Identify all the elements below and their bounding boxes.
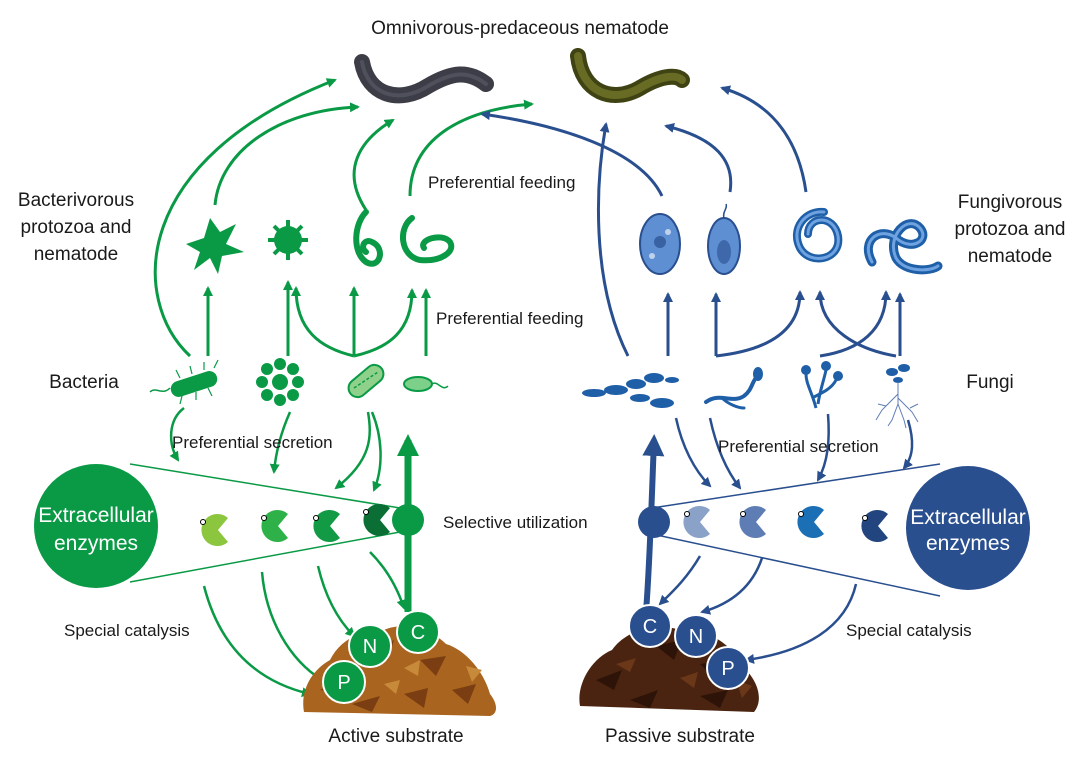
bacterivorous-nematode-icon-2 [399, 215, 455, 264]
omnivorous-nematode-dark-icon [354, 54, 494, 104]
green-arrows-bacteria-to-protozoa [203, 280, 431, 358]
passive-substrate-label: Passive substrate [605, 726, 755, 747]
left-enzymes-label-line1: Extracellular [38, 504, 154, 527]
special-catalysis-right-label: Special catalysis [846, 621, 972, 640]
blue-selective-node [638, 506, 670, 538]
preferential-secretion-left-label: Preferential secretion [172, 433, 333, 452]
nutrient-active-p: P [322, 660, 366, 704]
blue-enzyme-pacman-1-icon [683, 505, 710, 538]
ciliate-protozoa-icon [268, 220, 308, 260]
green-catalysis-arrows [202, 551, 407, 698]
svg-text:C: C [643, 616, 657, 638]
green-feeding-arrows-top [153, 78, 534, 358]
left-group-label-line1: Bacterivorous [18, 190, 134, 211]
right-group-label-line2: protozoa and [955, 219, 1066, 240]
green-enzyme-pacman-3-icon [313, 509, 340, 542]
right-enzyme-funnel: Extracellular enzymes [651, 463, 1030, 597]
left-enzymes-label-line2: enzymes [54, 532, 138, 555]
left-enzyme-funnel: Extracellular enzymes [34, 463, 401, 588]
mushroom-mycelium-fungus-icon [875, 364, 919, 429]
right-enzymes-label-line1: Extracellular [910, 506, 1026, 529]
active-substrate-label: Active substrate [328, 726, 463, 747]
blue-enzyme-pacman-3-icon [797, 505, 824, 538]
svg-text:P: P [721, 658, 734, 680]
coccus-cluster-bacterium-icon [256, 358, 304, 406]
fungivorous-nematode-knot-icon [863, 219, 943, 275]
nutrient-passive-p: P [706, 646, 750, 690]
right-group-label-line1: Fungivorous [958, 192, 1063, 213]
green-enzyme-pacman-1-icon [200, 513, 228, 546]
blue-utilization-arrow [642, 434, 665, 613]
nutrient-passive-c: C [628, 604, 672, 648]
blue-feeding-arrows-top [480, 85, 808, 357]
blue-secretion-arrows [674, 413, 914, 490]
left-group-label-line2: protozoa and [21, 217, 132, 238]
preferential-secretion-right-label: Preferential secretion [718, 437, 879, 456]
fungivorous-nematode-coil-icon [792, 207, 843, 263]
green-enzyme-pacman-4-icon [363, 504, 390, 536]
amoeba-protozoa-icon [186, 218, 244, 274]
blue-catalysis-arrows [658, 555, 858, 664]
nutrient-passive-n: N [674, 614, 718, 658]
hyphae-chain-fungus-icon [582, 373, 679, 408]
left-group-label-line3: nematode [34, 244, 119, 265]
preferential-feeding-top-label: Preferential feeding [428, 173, 575, 192]
top-predator-label: Omnivorous-predaceous nematode [371, 18, 669, 39]
bacterivorous-nematode-icon-1 [353, 209, 383, 267]
nutrient-active-c: C [396, 610, 440, 654]
right-group-label-line3: nematode [968, 246, 1053, 267]
blue-arrows-fungi-to-fungivores [663, 290, 905, 358]
rod-bacterium-icon [149, 359, 219, 405]
blue-enzyme-pacman-2-icon [739, 505, 766, 538]
omnivorous-nematode-olive-icon [570, 48, 690, 103]
bacillus-bacterium-icon [347, 363, 385, 399]
special-catalysis-left-label: Special catalysis [64, 621, 190, 640]
preferential-feeding-mid-label: Preferential feeding [436, 309, 583, 328]
nutrient-active-n: N [348, 624, 392, 668]
svg-text:N: N [363, 636, 377, 658]
flagellated-bacterium-icon [403, 376, 449, 392]
mould-sporangia-fungus-icon [801, 361, 843, 409]
svg-text:N: N [689, 626, 703, 648]
svg-text:P: P [337, 672, 350, 694]
green-enzyme-pacman-2-icon [261, 509, 288, 542]
right-enzymes-label-line2: enzymes [926, 532, 1010, 555]
selective-utilization-label: Selective utilization [443, 513, 588, 532]
svg-text:C: C [411, 622, 425, 644]
blue-enzyme-pacman-4-icon [861, 509, 888, 542]
bacteria-label: Bacteria [49, 372, 119, 393]
green-secretion-arrows [169, 407, 382, 492]
fungi-label: Fungi [966, 372, 1014, 393]
blue-protozoa-icon-2 [707, 203, 741, 275]
blue-protozoa-icon-1 [639, 213, 681, 275]
yeast-bud-fungus-icon [704, 367, 763, 410]
